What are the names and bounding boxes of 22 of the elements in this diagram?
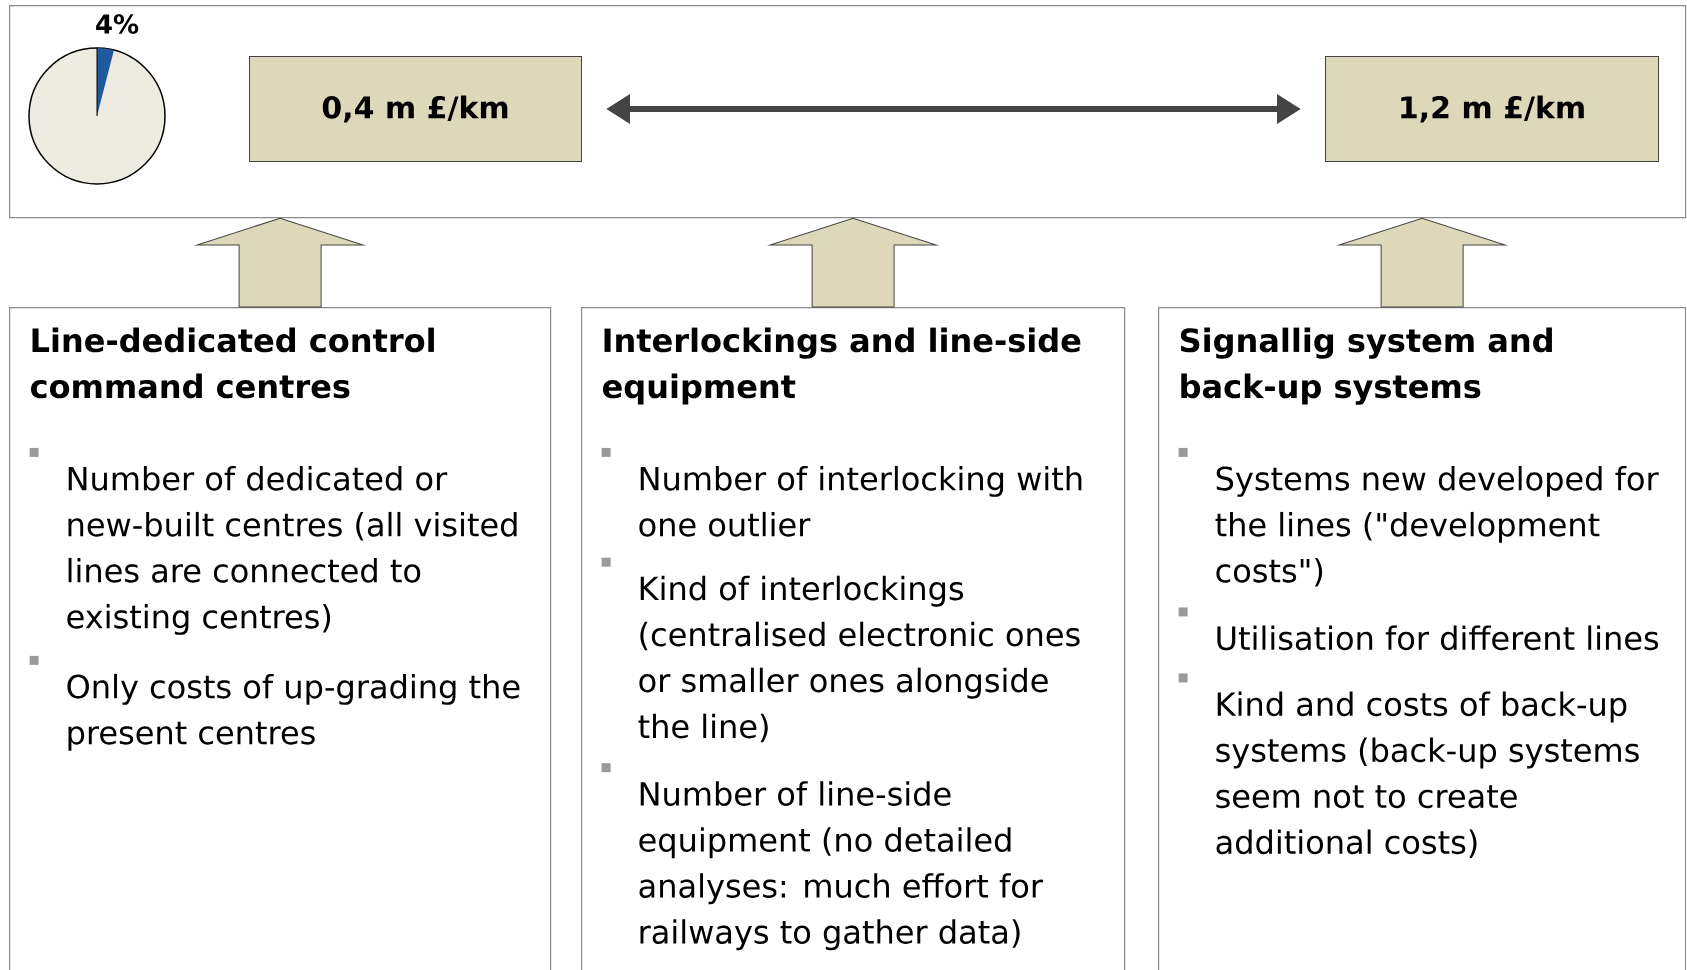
bullet-text: Number of line-side equipment (no detailed analyses: much effort for railways to gather data) <box>639 781 1043 951</box>
summary-panel <box>9 5 1687 219</box>
value-box: 1,2 m £/km <box>1325 56 1659 162</box>
bullet-text: Kind of interlockings (centralised electronic ones or smaller ones alongside the line) <box>638 575 1080 743</box>
bullet-text: Utilisation for different lines <box>1217 625 1659 651</box>
text-panel <box>581 307 1126 970</box>
bullet-text: Systems new developed for the lines ("development costs") <box>1215 465 1659 587</box>
panel-heading: Signallig system and back-up systems <box>1180 327 1552 405</box>
pie-chart <box>28 47 166 185</box>
bullet-text: Number of interlocking with one outlier <box>639 465 1082 537</box>
text-panel <box>9 307 552 970</box>
block-arrow <box>196 217 364 308</box>
bullet-text: Number of dedicated or new-built centres (all visited lines are connected to existing centres) <box>67 465 517 635</box>
value-box: 0,4 m £/km <box>249 56 582 162</box>
percentage-label: 4% <box>96 14 139 34</box>
panel-heading: Interlockings and line-side equipment <box>603 327 1081 405</box>
panel-heading: Line-dedicated control command centres <box>31 327 434 399</box>
bullet-text: Only costs of up-grading the present centres <box>67 673 520 751</box>
text-panel <box>1158 307 1687 970</box>
bullet-text: Kind and costs of back-up systems (back-up systems seem not to create additional costs) <box>1216 691 1639 858</box>
block-arrow <box>1338 217 1506 308</box>
block-arrow <box>769 217 937 308</box>
